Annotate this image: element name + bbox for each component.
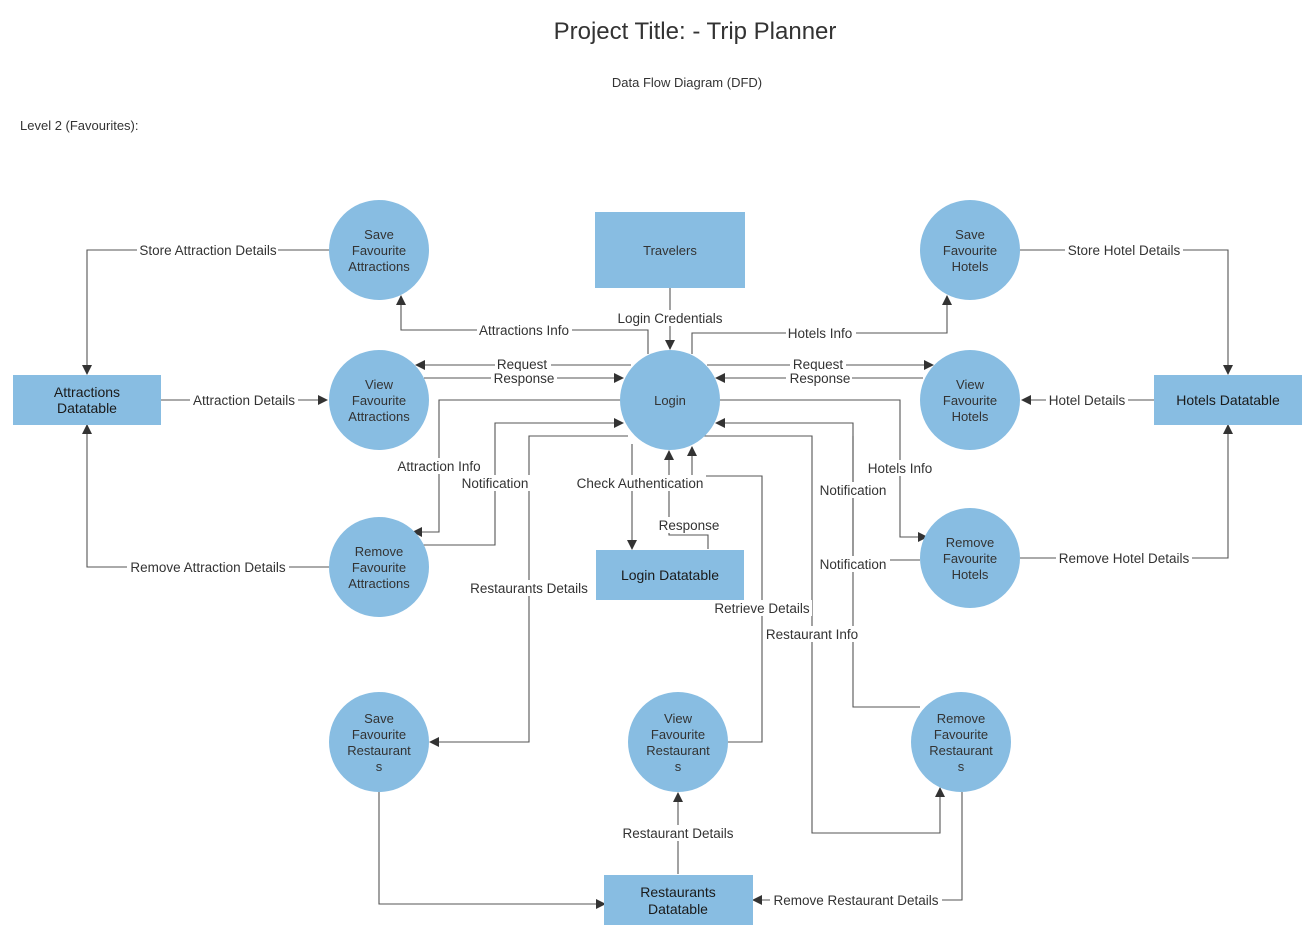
level-label: Level 2 (Favourites): [20, 118, 139, 133]
edge-remove-attraction [82, 424, 329, 568]
save-fav-restaurants-line-4: s [376, 759, 383, 774]
save-fav-restaurants-line-2: Favourite [352, 727, 406, 742]
label-hotels-info-top: Hotels Info [788, 326, 853, 341]
remove-fav-attractions-line-3: Attractions [348, 576, 410, 591]
label-login-credentials: Login Credentials [617, 311, 722, 326]
view-fav-restaurants-line-2: Favourite [651, 727, 705, 742]
label-notification-right-1: Notification [820, 483, 887, 498]
hotels-datatable-label: Hotels Datatable [1176, 392, 1280, 408]
edge-remove-hotel [1020, 424, 1233, 559]
view-fav-restaurants-line-1: View [664, 711, 693, 726]
label-attractions-info: Attractions Info [479, 323, 569, 338]
remove-fav-hotels-line-2: Favourite [943, 551, 997, 566]
view-fav-restaurants-line-4: s [675, 759, 682, 774]
attractions-datatable-line-1: Attractions [54, 384, 120, 400]
view-fav-hotels-line-1: View [956, 377, 985, 392]
label-request-left: Request [497, 357, 548, 372]
node-remove-fav-attractions: Remove Favourite Attractions [329, 517, 429, 617]
label-attraction-details: Attraction Details [193, 393, 295, 408]
remove-fav-attractions-line-2: Favourite [352, 560, 406, 575]
edge-save-restaurant [378, 792, 606, 909]
label-request-right: Request [793, 357, 844, 372]
attractions-datatable-line-2: Datatable [57, 400, 117, 416]
label-restaurant-details: Restaurant Details [622, 826, 733, 841]
view-fav-hotels-line-3: Hotels [952, 409, 989, 424]
label-restaurants-details: Restaurants Details [470, 581, 588, 596]
edge-notification-restaurant [852, 560, 920, 708]
label-remove-attraction-details: Remove Attraction Details [130, 560, 286, 575]
node-view-fav-attractions: View Favourite Attractions [329, 350, 429, 450]
label-check-authentication: Check Authentication [577, 476, 704, 491]
node-view-fav-hotels: View Favourite Hotels [920, 350, 1020, 450]
node-login: Login [620, 350, 720, 450]
save-fav-hotels-line-2: Favourite [943, 243, 997, 258]
restaurants-datatable-line-2: Datatable [648, 901, 708, 917]
node-login-datatable: Login Datatable [596, 550, 744, 600]
label-restaurant-info: Restaurant Info [766, 627, 858, 642]
label-hotels-info-right: Hotels Info [868, 461, 933, 476]
view-fav-attractions-line-1: View [365, 377, 394, 392]
edge-store-hotel [1020, 249, 1233, 375]
label-notification-right-2: Notification [820, 557, 887, 572]
label-response-auth: Response [659, 518, 720, 533]
label-retrieve-details: Retrieve Details [714, 601, 810, 616]
label-store-hotel-details: Store Hotel Details [1068, 243, 1181, 258]
remove-fav-attractions-line-1: Remove [355, 544, 403, 559]
node-restaurants-datatable: Restaurants Datatable [604, 875, 753, 925]
label-notification-left: Notification [462, 476, 529, 491]
diagram-subtitle: Data Flow Diagram (DFD) [611, 75, 763, 90]
save-fav-restaurants-line-1: Save [364, 711, 394, 726]
edge-restaurant-info [703, 435, 945, 834]
edge-store-attraction [82, 249, 329, 375]
node-save-fav-restaurants: Save Favourite Restaurant s [329, 692, 429, 792]
login-label: Login [654, 393, 686, 408]
node-travelers: Travelers [595, 212, 745, 288]
node-save-fav-hotels: Save Favourite Hotels [920, 200, 1020, 300]
edge-retrieve-details [687, 446, 763, 743]
view-fav-attractions-line-3: Attractions [348, 409, 410, 424]
restaurants-datatable-line-1: Restaurants [640, 884, 715, 900]
label-hotel-details: Hotel Details [1049, 393, 1126, 408]
view-fav-attractions-line-2: Favourite [352, 393, 406, 408]
node-view-fav-restaurants: View Favourite Restaurant s [628, 692, 728, 792]
remove-fav-restaurants-line-2: Favourite [934, 727, 988, 742]
node-save-fav-attractions: Save Favourite Attractions [329, 200, 429, 300]
view-fav-restaurants-line-3: Restaurant [646, 743, 710, 758]
page-title: Project Title: - Trip Planner [553, 18, 837, 45]
label-response-right: Response [790, 371, 851, 386]
remove-fav-restaurants-line-4: s [958, 759, 965, 774]
save-fav-hotels-line-3: Hotels [952, 259, 989, 274]
save-fav-attractions-line-1: Save [364, 227, 394, 242]
remove-fav-hotels-line-1: Remove [946, 535, 994, 550]
node-remove-fav-restaurants: Remove Favourite Restaurant s [911, 692, 1011, 792]
label-remove-restaurant-details: Remove Restaurant Details [773, 893, 938, 908]
edge-labels: Store Attraction Details Attractions Inf… [127, 242, 1192, 908]
login-datatable-label: Login Datatable [621, 567, 719, 583]
save-fav-hotels-line-1: Save [955, 227, 985, 242]
remove-fav-restaurants-line-1: Remove [937, 711, 985, 726]
label-store-attraction-details: Store Attraction Details [139, 243, 277, 258]
remove-fav-hotels-line-3: Hotels [952, 567, 989, 582]
remove-fav-restaurants-line-3: Restaurant [929, 743, 993, 758]
travelers-label: Travelers [643, 243, 697, 258]
label-remove-hotel-details: Remove Hotel Details [1059, 551, 1190, 566]
edge-response-auth [664, 450, 709, 549]
node-remove-fav-hotels: Remove Favourite Hotels [920, 508, 1020, 608]
edge-remove-restaurant [752, 792, 963, 905]
save-fav-attractions-line-2: Favourite [352, 243, 406, 258]
label-attraction-info: Attraction Info [397, 459, 480, 474]
node-hotels-datatable: Hotels Datatable [1154, 375, 1302, 425]
save-fav-attractions-line-3: Attractions [348, 259, 410, 274]
node-attractions-datatable: Attractions Datatable [13, 375, 161, 425]
save-fav-restaurants-line-3: Restaurant [347, 743, 411, 758]
view-fav-hotels-line-2: Favourite [943, 393, 997, 408]
label-response-left: Response [494, 371, 555, 386]
